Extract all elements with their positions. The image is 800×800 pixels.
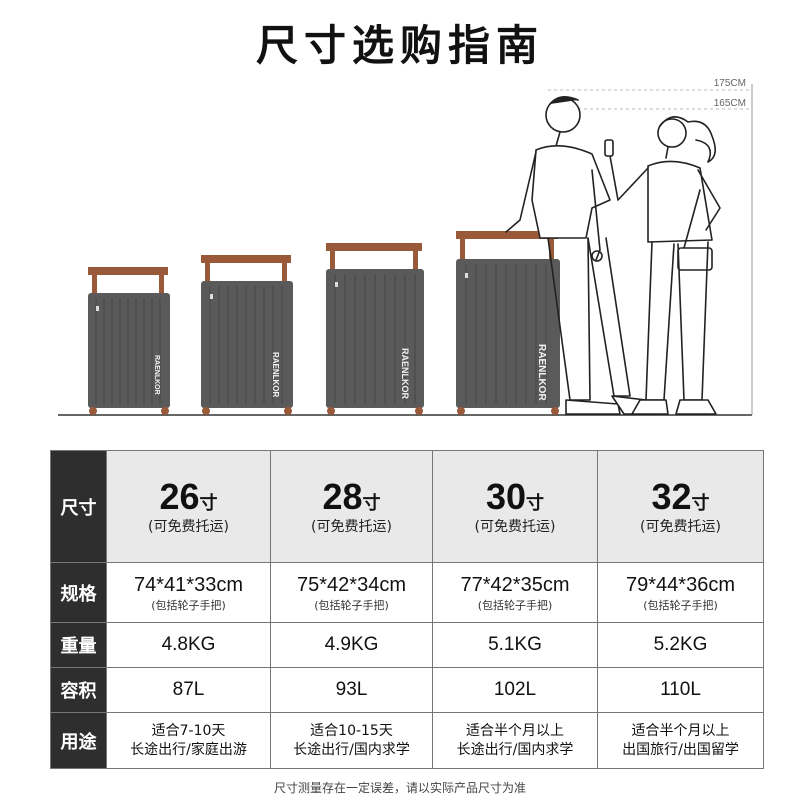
- size-unit: 寸: [199, 492, 218, 514]
- dims-cell: 79*44*36cm (包括轮子手把): [597, 562, 764, 623]
- dims-value: 74*41*33cm: [134, 573, 243, 596]
- volume-cell: 93L: [270, 667, 433, 713]
- dims-value: 77*42*35cm: [460, 573, 570, 596]
- size-cell: 28寸 (可免费托运): [270, 450, 433, 563]
- dims-cell: 74*41*33cm (包括轮子手把): [106, 562, 271, 623]
- weight-cell: 5.1KG: [432, 622, 598, 668]
- use-line: 适合10-15天: [310, 722, 393, 739]
- size-cell: 30寸 (可免费托运): [432, 450, 598, 563]
- suitcase-32-icon: RAENLKOR: [456, 231, 560, 415]
- use-cell: 适合7-10天 长途出行/家庭出游: [106, 712, 271, 769]
- use-cell: 适合10-15天 长途出行/国内求学: [270, 712, 433, 769]
- use-line: 适合半个月以上: [631, 722, 730, 739]
- table-row: 用途 适合7-10天 长途出行/家庭出游 适合10-15天 长途出行/国内求学 …: [50, 712, 764, 769]
- table-row: 尺寸 26寸 (可免费托运) 28寸 (可免费托运) 30寸 (可免费托运) 3…: [50, 450, 764, 563]
- page-title: 尺寸选购指南: [255, 21, 544, 70]
- weight-cell: 4.9KG: [270, 622, 433, 668]
- height-label-165: 165CM: [714, 98, 746, 109]
- brand-label: RAENLKOR: [536, 344, 547, 401]
- use-line: 长途出行/国内求学: [293, 741, 410, 758]
- size-cell: 26寸 (可免费托运): [106, 450, 271, 563]
- dims-value: 75*42*34cm: [297, 573, 406, 596]
- size-cell: 32寸 (可免费托运): [597, 450, 764, 563]
- weight-cell: 5.2KG: [597, 622, 764, 668]
- use-cell: 适合半个月以上 出国旅行/出国留学: [597, 712, 764, 769]
- use-line: 适合半个月以上: [466, 722, 564, 739]
- suitcase-28-icon: RAENLKOR: [201, 255, 293, 415]
- use-line: 出国旅行/出国留学: [622, 741, 739, 758]
- size-unit: 寸: [526, 492, 545, 514]
- weight-cell: 4.8KG: [106, 622, 271, 668]
- size-value: 30: [485, 475, 527, 517]
- dims-cell: 77*42*35cm (包括轮子手把): [432, 562, 598, 623]
- luggage-size-illustration: 175CM 165CM RAENLKOR RAENLKOR: [58, 78, 753, 416]
- size-note: (可免费托运): [148, 518, 229, 535]
- row-header-volume: 容积: [50, 667, 107, 713]
- table-row: 重量 4.8KG 4.9KG 5.1KG 5.2KG: [50, 622, 764, 668]
- brand-label: RAENLKOR: [153, 355, 160, 395]
- size-unit: 寸: [691, 492, 710, 514]
- height-label-175: 175CM: [714, 78, 746, 89]
- dims-value: 79*44*36cm: [626, 573, 735, 596]
- use-line: 适合7-10天: [151, 722, 226, 739]
- size-value: 28: [322, 475, 363, 517]
- dims-note: (包括轮子手把): [314, 598, 389, 612]
- size-unit: 寸: [362, 492, 381, 514]
- row-header-weight: 重量: [50, 622, 107, 668]
- row-header-use: 用途: [50, 712, 107, 769]
- row-header-size: 尺寸: [50, 450, 107, 563]
- table-row: 规格 74*41*33cm (包括轮子手把) 75*42*34cm (包括轮子手…: [50, 562, 764, 623]
- size-note: (可免费托运): [474, 518, 556, 535]
- dims-note: (包括轮子手把): [477, 598, 553, 612]
- woman-figure-icon: [604, 116, 721, 415]
- use-line: 长途出行/家庭出游: [130, 741, 247, 758]
- volume-cell: 102L: [432, 667, 598, 713]
- volume-cell: 110L: [597, 667, 764, 713]
- size-value: 32: [651, 475, 692, 517]
- man-figure-icon: [505, 96, 651, 415]
- suitcase-30-icon: RAENLKOR: [326, 243, 424, 415]
- table-row: 容积 87L 93L 102L 110L: [50, 667, 764, 713]
- use-line: 长途出行/国内求学: [456, 741, 574, 758]
- volume-cell: 87L: [106, 667, 271, 713]
- dims-cell: 75*42*34cm (包括轮子手把): [270, 562, 433, 623]
- brand-label: RAENLKOR: [400, 348, 410, 399]
- footnote: 尺寸测量存在一定误差，请以实际产品尺寸为准: [273, 781, 526, 795]
- dims-note: (包括轮子手把): [643, 598, 718, 612]
- size-note: (可免费托运): [640, 518, 721, 535]
- size-value: 26: [159, 475, 200, 517]
- size-note: (可免费托运): [311, 518, 392, 535]
- suitcase-26-icon: RAENLKOR: [88, 267, 170, 415]
- row-header-dims: 规格: [50, 562, 107, 623]
- use-cell: 适合半个月以上 长途出行/国内求学: [432, 712, 598, 769]
- brand-label: RAENLKOR: [271, 352, 280, 398]
- spec-table: 尺寸 26寸 (可免费托运) 28寸 (可免费托运) 30寸 (可免费托运) 3…: [50, 450, 764, 769]
- dims-note: (包括轮子手把): [151, 598, 226, 612]
